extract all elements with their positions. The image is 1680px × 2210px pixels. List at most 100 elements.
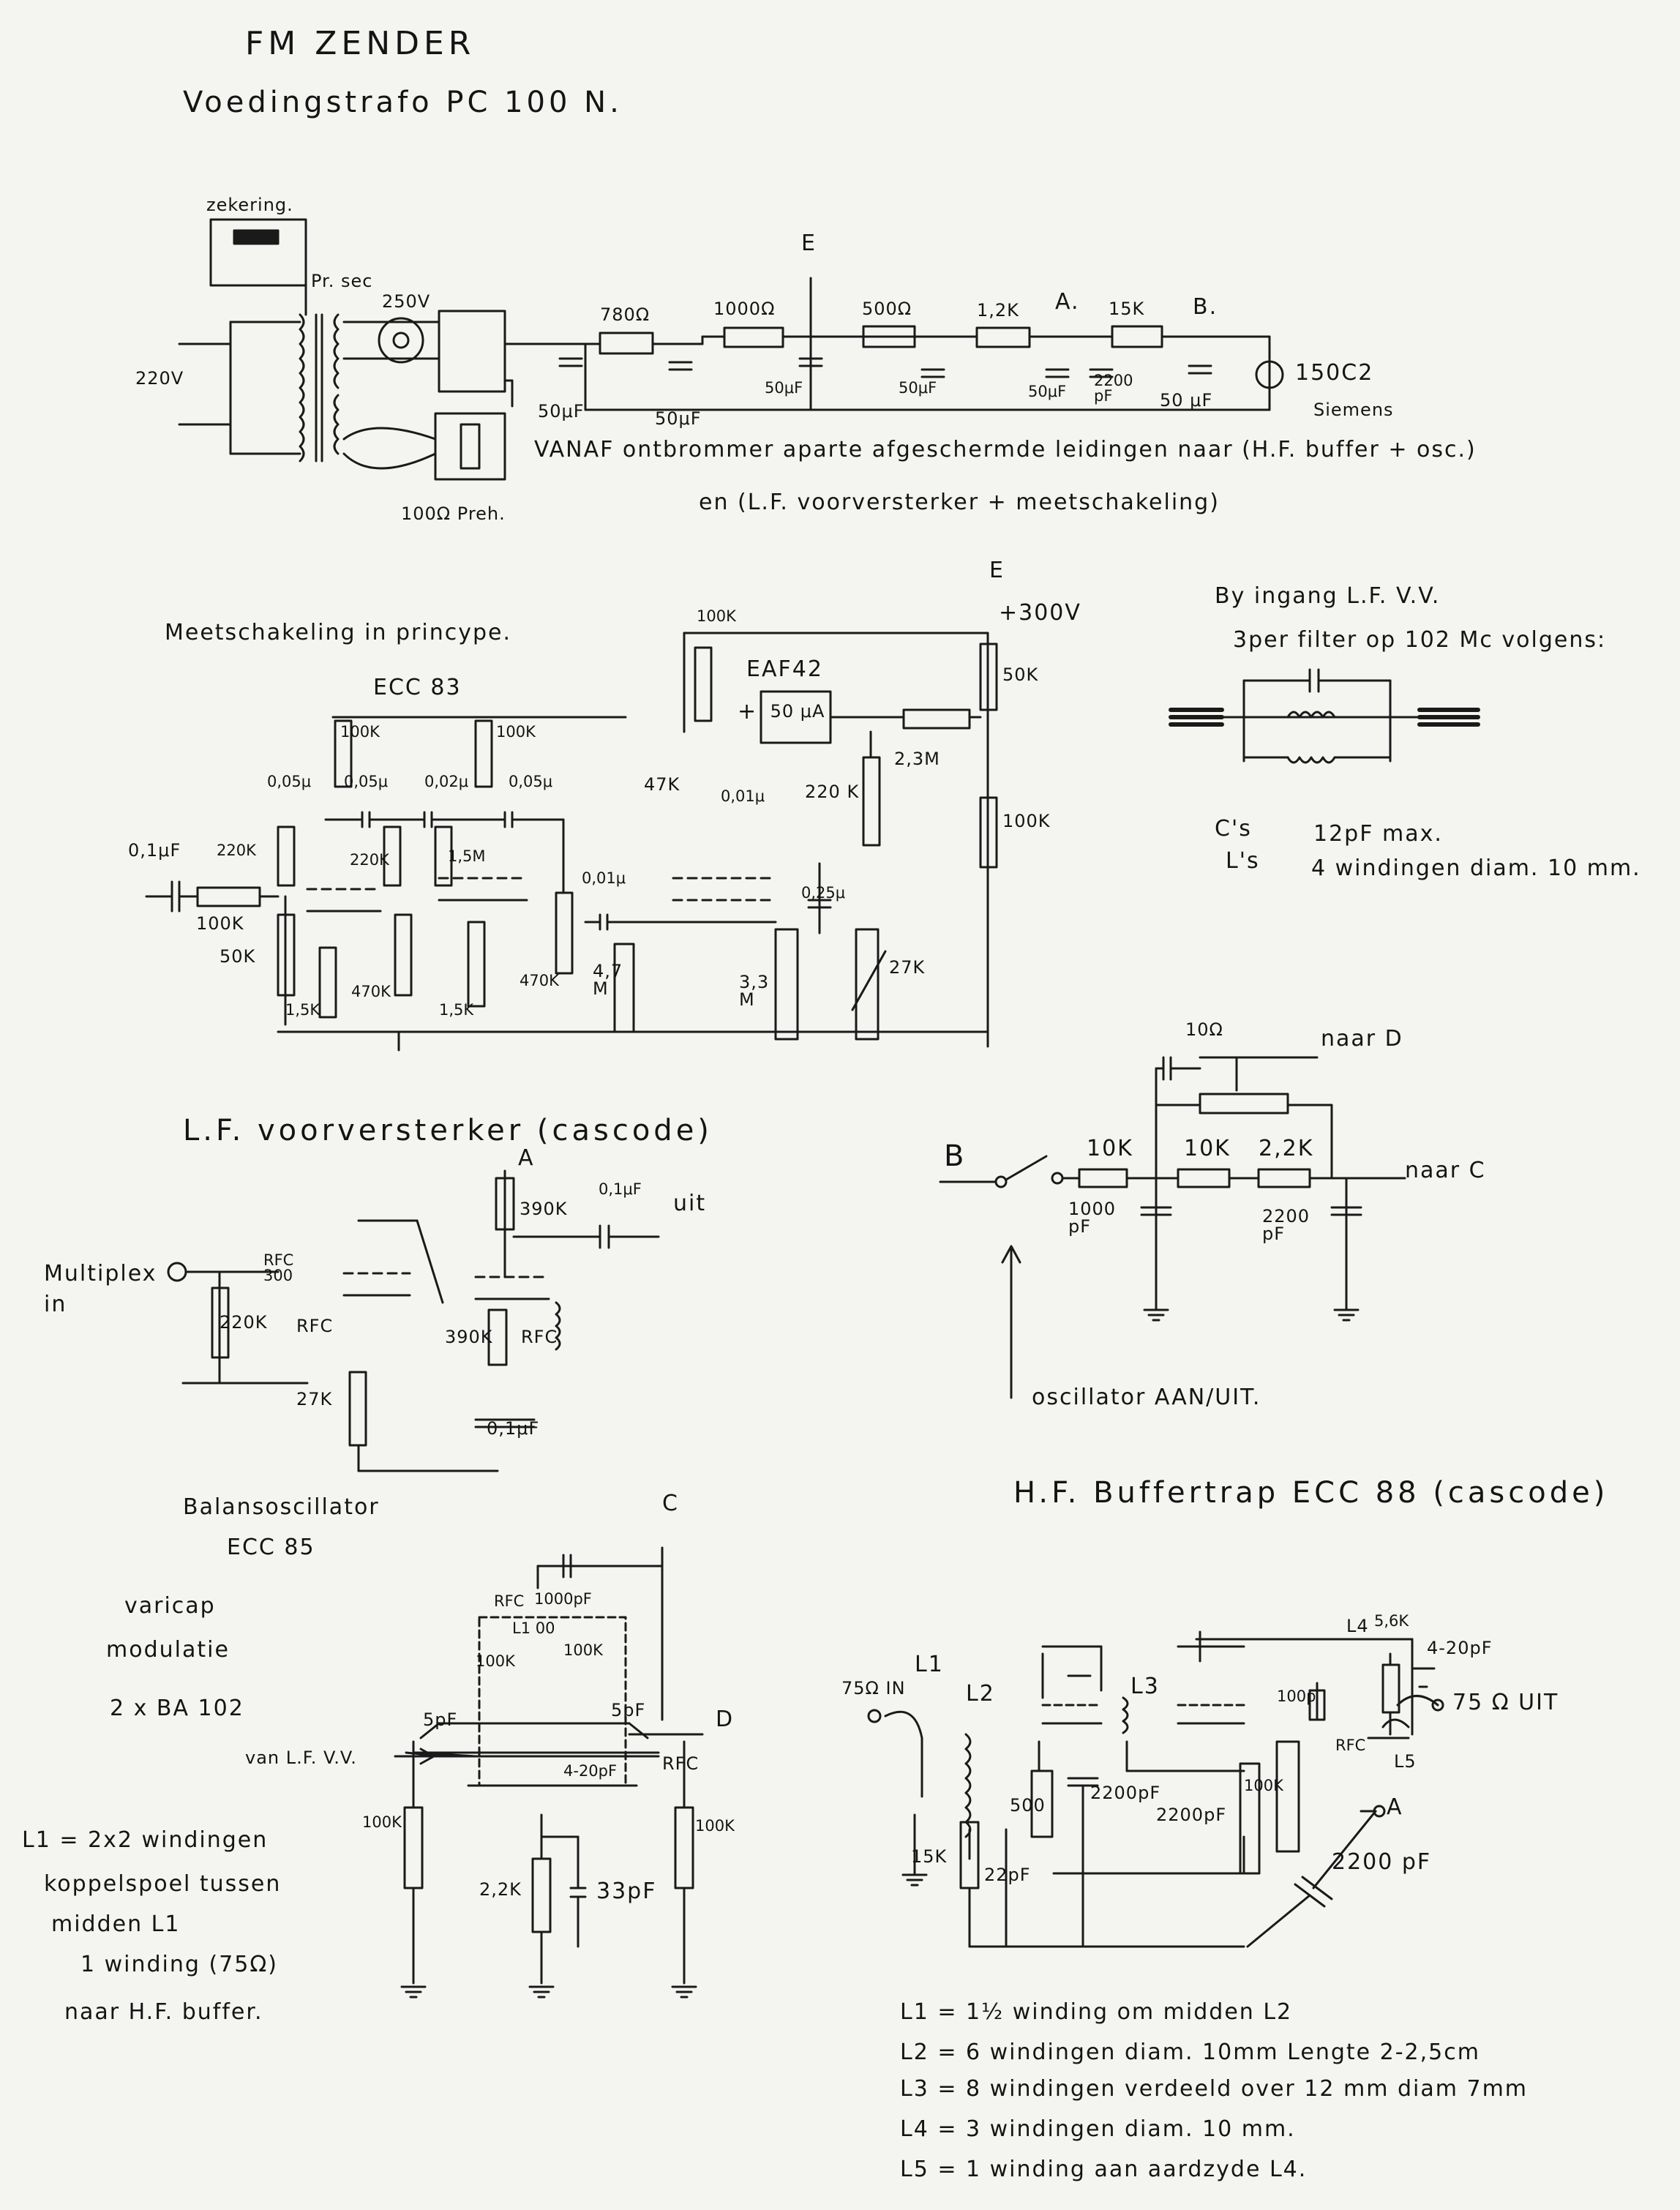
buffer-coil-note-2: L3 = 8 windingen verdeeld over 12 mm dia…: [900, 2076, 1529, 2102]
osc-label-4: 100K: [563, 1641, 603, 1659]
buffer-label-13: 100p: [1277, 1688, 1316, 1705]
meter-label-11: 0,05μ: [509, 773, 553, 790]
meter-node-e: E: [989, 558, 1005, 583]
supply-stab-brand: Siemens: [1313, 400, 1394, 420]
buffer-coil-note-3: L4 = 3 windingen diam. 10 mm.: [900, 2116, 1296, 2142]
bias-label-0: 10Ω: [1185, 1019, 1223, 1040]
meter-label-26: 3,3 M: [739, 972, 770, 1010]
meter-label-23: 0,01μ: [582, 869, 626, 887]
lf-input: Multiplex in: [44, 1261, 157, 1317]
meter-tube-ecc83: ECC 83: [373, 675, 462, 700]
lf-amp-circuit: [167, 1169, 660, 1472]
lf-label-2: RFC: [296, 1316, 334, 1336]
buffer-label-16: L5: [1394, 1751, 1417, 1772]
title: FM ZENDER: [245, 25, 476, 62]
meter-label-20: 1,5K: [439, 1001, 474, 1019]
lf-label-5: 0,1μF: [599, 1180, 642, 1198]
supply-node-a: A.: [1055, 289, 1080, 315]
meter-label-17: 50K: [220, 946, 256, 967]
osc-label-3: 100K: [476, 1652, 515, 1670]
osc-l1-note-0: L1 = 2x2 windingen: [22, 1827, 269, 1853]
osc-label-12: 33pF: [596, 1878, 657, 1904]
supply-c5: 50μF: [1028, 383, 1067, 400]
bias-node-d: naar D: [1321, 1026, 1403, 1052]
osc-tube: ECC 85: [227, 1535, 315, 1560]
lf-heading: L.F. voorversterker (cascode): [183, 1114, 713, 1147]
meter-heading: Meetschakeling in princype.: [165, 620, 511, 645]
lf-label-7: 390K: [445, 1327, 493, 1347]
buffer-label-2: L2: [966, 1681, 995, 1707]
filter-circuit: [1169, 668, 1480, 764]
meter-label-15: 1,5M: [448, 847, 486, 865]
lf-label-1: 220K: [220, 1312, 268, 1333]
supply-stab-tube: 150C2: [1295, 360, 1374, 386]
buffer-label-12: 4-20pF: [1427, 1638, 1493, 1658]
meter-label-18: 1,5K: [285, 1001, 320, 1019]
meter-label-10: 0,02μ: [424, 773, 469, 790]
meter-supply-voltage: +300V: [999, 600, 1081, 626]
bias-label-2: 10K: [1184, 1136, 1231, 1161]
lf-label-4: 390K: [520, 1199, 568, 1219]
meter-label-25: 0,25μ: [801, 884, 846, 902]
meter-label-28: +: [738, 699, 758, 724]
bias-node-b: B: [944, 1139, 968, 1173]
supply-r1: 780Ω: [600, 304, 650, 325]
bias-circuit: [939, 1056, 1406, 1399]
supply-fuse-label: zekering.: [206, 195, 293, 215]
buffer-label-10: L4: [1346, 1616, 1369, 1636]
hf-buffer-circuit: [867, 1630, 1444, 1948]
buffer-label-8: 2200pF: [1156, 1805, 1227, 1825]
buffer-label-5: 15K: [911, 1846, 948, 1867]
meter-label-13: 220K: [217, 842, 256, 859]
osc-label-1: RFC: [494, 1592, 525, 1610]
supply-mains-label: 220V: [135, 368, 184, 389]
buffer-label-6: 22pF: [984, 1865, 1031, 1885]
meter-instrument: 50 μA: [770, 701, 825, 722]
buffer-heading: H.F. Buffertrap ECC 88 (cascode): [1013, 1476, 1609, 1510]
meter-tube-eaf42: EAF42: [746, 656, 823, 682]
osc-node-c: C: [662, 1491, 679, 1516]
filter-c-key: C's: [1215, 816, 1252, 842]
osc-varicap-2: modulatie: [106, 1637, 230, 1663]
osc-label-5: 5pF: [423, 1709, 458, 1730]
osc-varicap-3: 2 x BA 102: [110, 1696, 244, 1721]
lf-label-0: RFC 300: [263, 1251, 294, 1284]
lf-label-8: RFC: [521, 1327, 558, 1347]
supply-node-e: E: [801, 231, 817, 256]
osc-l1-note-2: midden L1: [51, 1911, 181, 1937]
buffer-label-14: RFC: [1335, 1737, 1366, 1754]
supply-r3: 500Ω: [862, 299, 912, 319]
oscillator-circuit: [394, 1546, 704, 1999]
bias-label-3: 2,2K: [1259, 1136, 1314, 1161]
supply-preheat: 100Ω Preh.: [401, 503, 506, 524]
buffer-label-11: 5,6K: [1374, 1612, 1409, 1630]
meter-label-22: 4,7 M: [593, 961, 623, 999]
meter-label-0: 100K: [697, 607, 736, 625]
meter-label-27: 27K: [889, 957, 926, 978]
osc-label-6: 5pF: [611, 1700, 646, 1720]
osc-label-7: 4-20pF: [563, 1762, 618, 1780]
meter-label-9: 0,05μ: [344, 773, 389, 790]
buffer-label-7: 2200pF: [1090, 1783, 1161, 1803]
meter-label-7: 100K: [1002, 811, 1051, 831]
bias-label-1: 10K: [1087, 1136, 1133, 1161]
meter-label-8: 0,05μ: [267, 773, 312, 790]
supply-c4: 50μF: [899, 379, 937, 397]
lf-label-9: 0,1μF: [487, 1418, 540, 1439]
buffer-label-15: 75 Ω UIT: [1452, 1690, 1559, 1715]
buffer-label-17: A: [1387, 1794, 1403, 1820]
osc-varicap-1: varicap: [124, 1593, 216, 1619]
supply-sec-voltage: 250V: [382, 291, 431, 312]
meter-label-1: 100K: [340, 723, 380, 741]
supply-pr-sec-label: Pr. sec: [311, 271, 373, 291]
meter-label-24: 0,01μ: [721, 787, 765, 805]
supply-r2: 1000Ω: [713, 299, 776, 319]
meter-label-16: 100K: [196, 913, 244, 934]
osc-label-11: 2,2K: [479, 1879, 522, 1900]
osc-node-d: D: [716, 1707, 735, 1732]
meter-label-14: 220K: [350, 851, 389, 869]
buffer-coil-note-4: L5 = 1 winding aan aardzyde L4.: [900, 2157, 1308, 2182]
buffer-label-18: 2200 pF: [1332, 1849, 1432, 1875]
buffer-label-9: 100K: [1244, 1777, 1283, 1794]
